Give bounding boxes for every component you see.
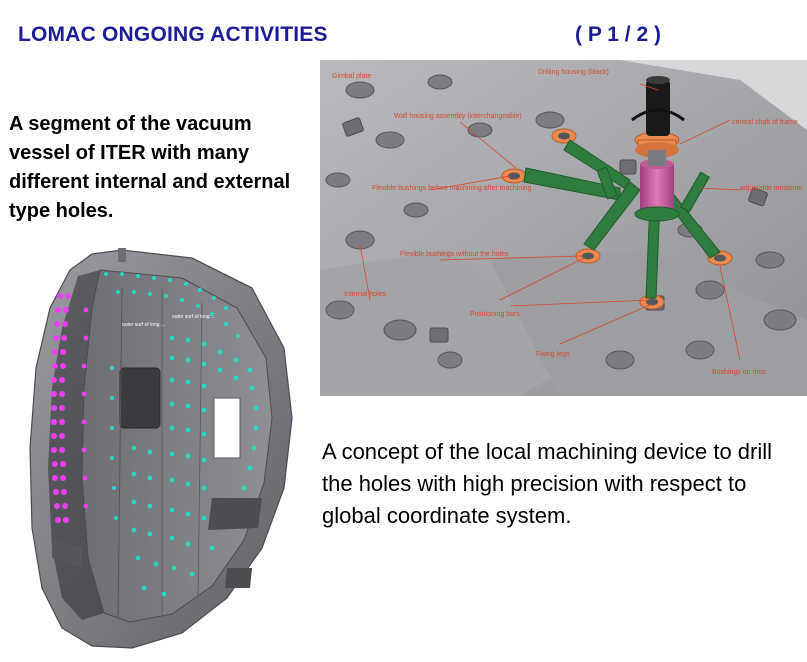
vacuum-vessel-image: outer surf of long ... outer surf of lon… <box>29 248 293 649</box>
vessel-label-b: outer surf of long ... <box>122 322 165 328</box>
vessel-description: A segment of the vacuum vessel of ITER w… <box>9 113 291 222</box>
label-mid-left: Flexible bushings before machining after… <box>372 185 532 192</box>
page-number: ( P 1 / 2 ) <box>575 23 661 46</box>
internal-holes <box>104 272 259 597</box>
label-far-left: Internal holes <box>344 291 387 298</box>
label-top-left: Gimbal plate <box>332 73 371 80</box>
external-holes <box>51 293 89 523</box>
device-description: A concept of the local machining device … <box>322 439 773 528</box>
label-drill-housing: Drilling housing (black) <box>538 69 609 76</box>
label-bottom-right: Bushings on rims <box>712 369 766 376</box>
label-lower-left: Flexible bushings without the holes <box>400 251 509 258</box>
machining-device-image: Gimbal plate Drilling housing (black) Wa… <box>320 60 807 396</box>
label-bottom-center: Positioning bars <box>470 311 520 318</box>
label-central-shaft: central shaft of frame <box>732 119 798 126</box>
label-upper-left: Wall housing assembly (interchangeable) <box>394 113 522 120</box>
slide-title: LOMAC ONGOING ACTIVITIES <box>18 23 328 46</box>
label-adjustable-tensioner: adjustable tensioner <box>740 185 803 192</box>
label-bottom-mid: Fixing legs <box>536 351 570 358</box>
vessel-label-a: outer surf of long ... <box>172 314 215 320</box>
